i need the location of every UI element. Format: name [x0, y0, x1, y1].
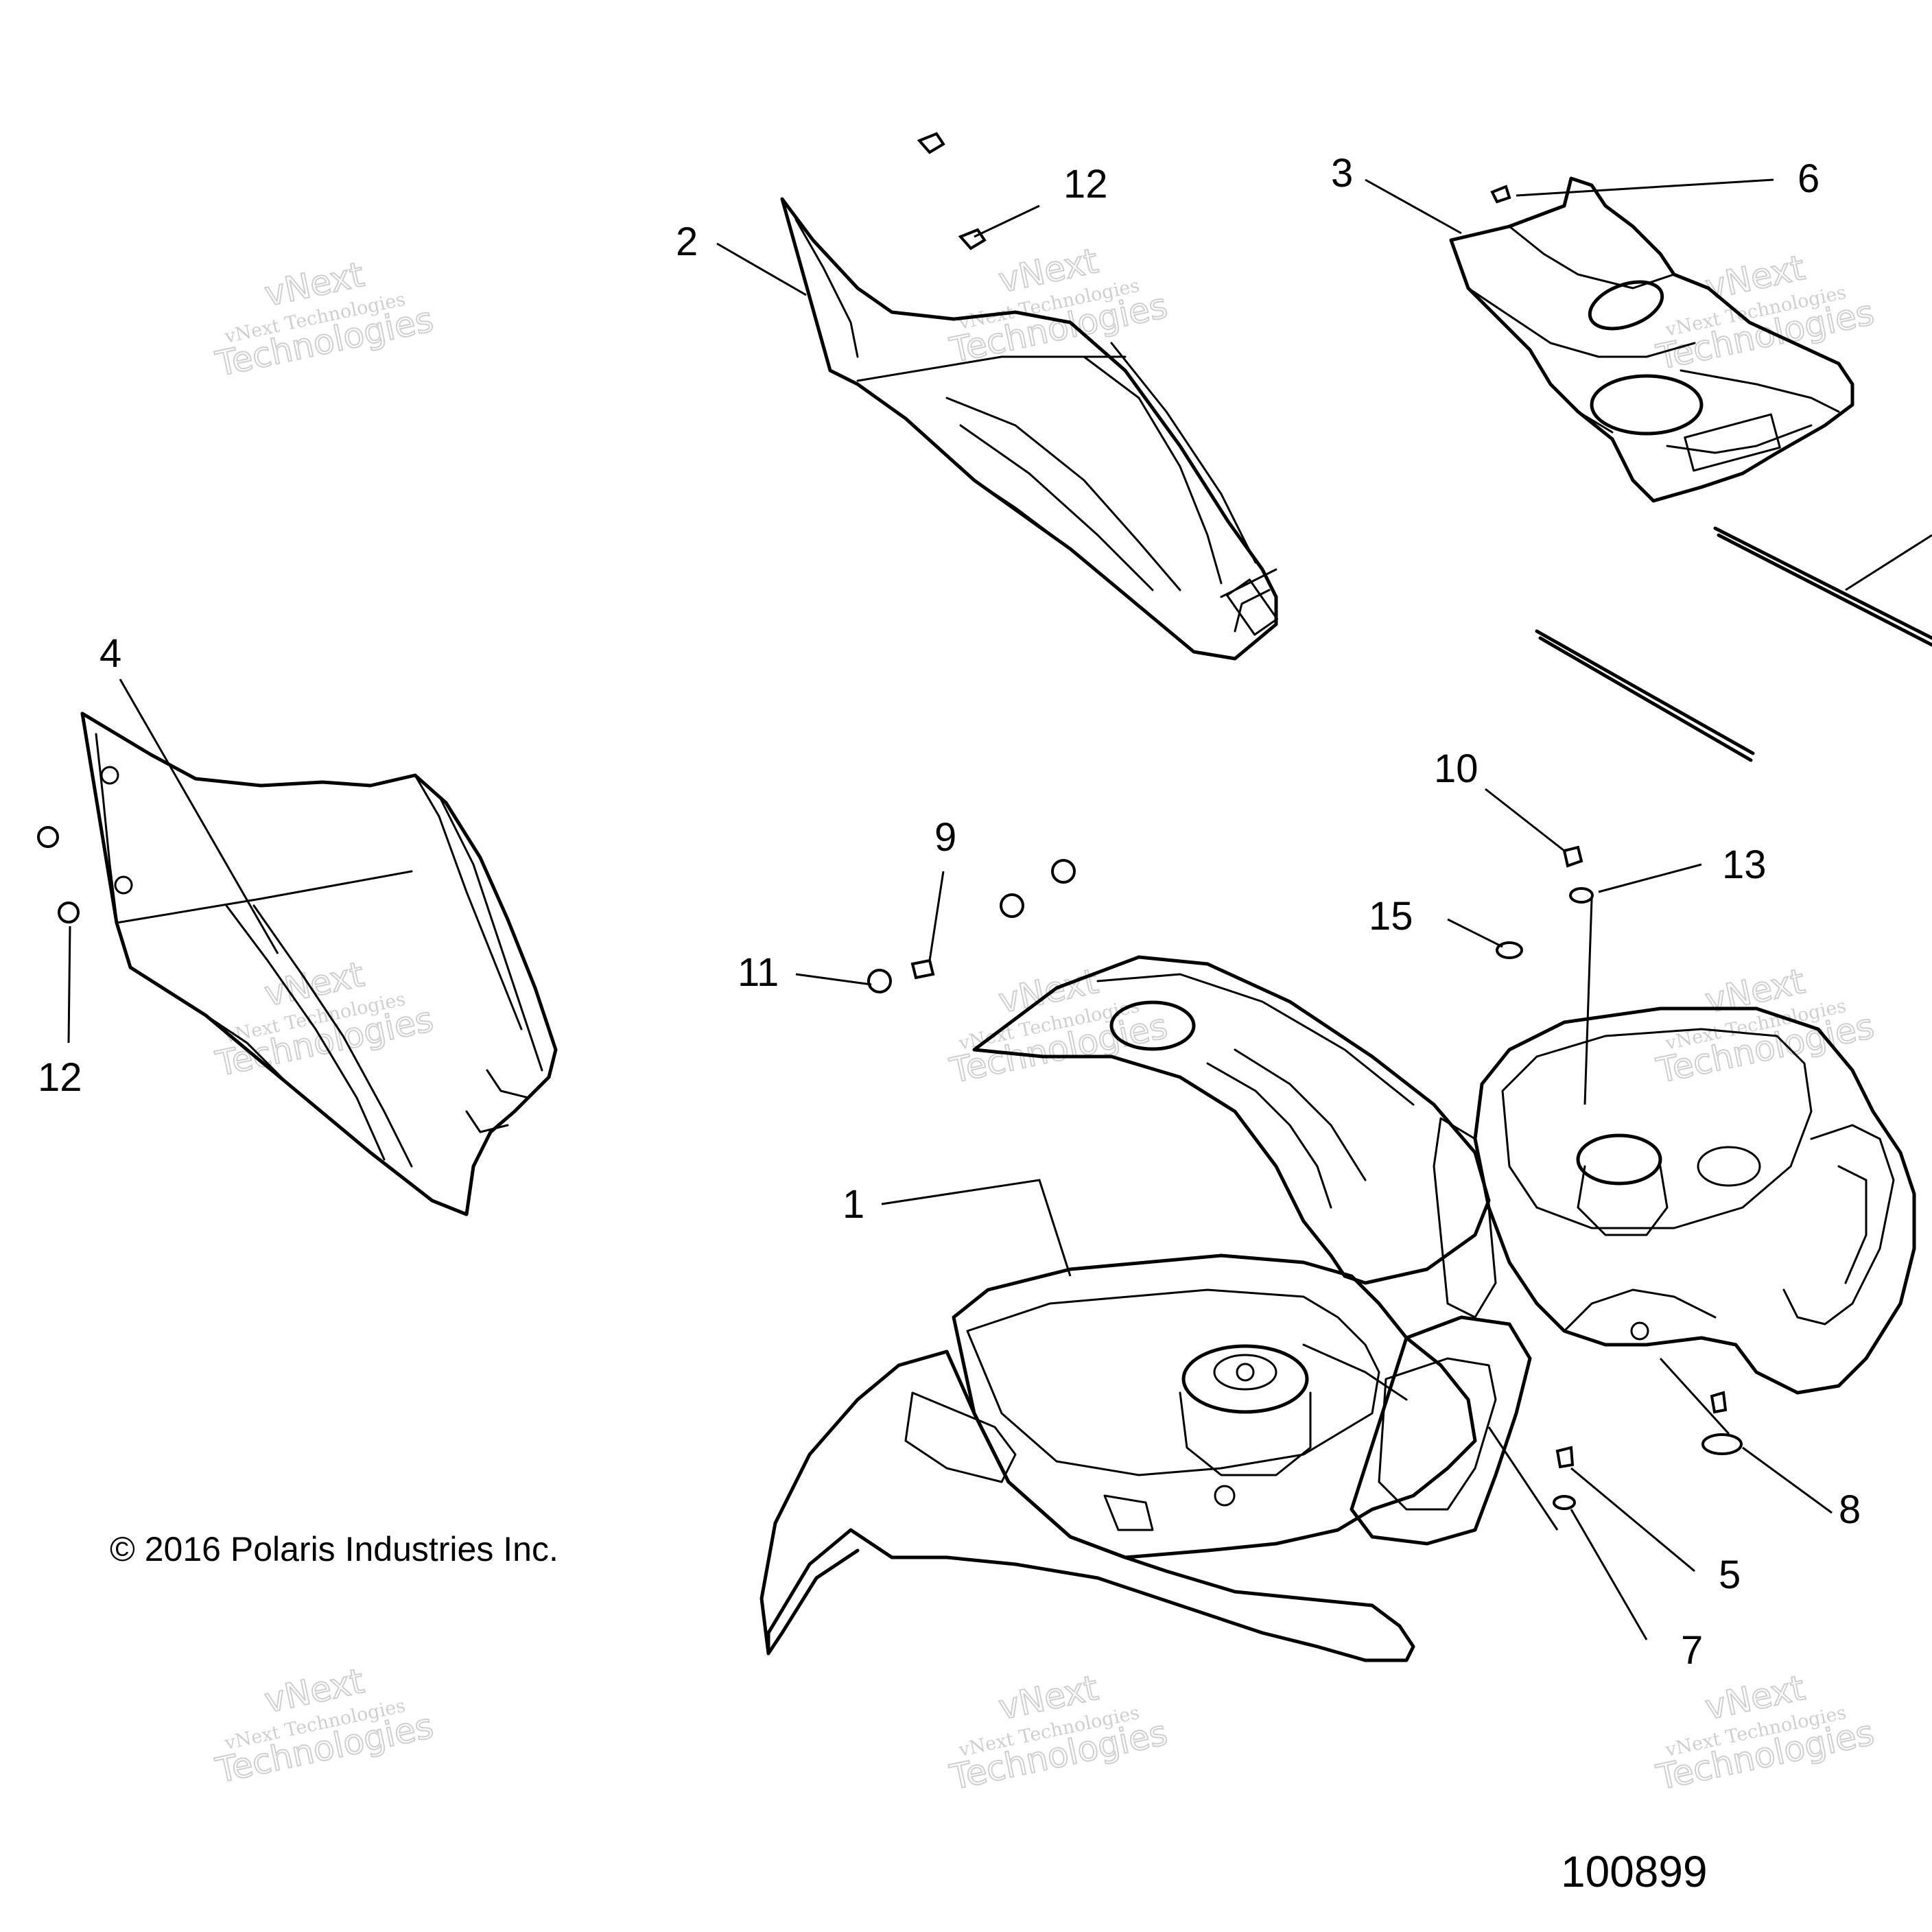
- screw-6: [1490, 185, 1511, 204]
- nut-9-b: [1000, 893, 1024, 918]
- callout-8: 8: [1839, 1487, 1861, 1532]
- plug-15: [1496, 941, 1523, 959]
- callout-5: 5: [1719, 1553, 1741, 1597]
- watermark-bottom-center: vNext vNext Technologies Technologies: [945, 1667, 1171, 1798]
- callout-3: 3: [1331, 151, 1353, 196]
- watermark-mid-left: vNext vNext Technologies Technologies: [211, 954, 437, 1085]
- watermark-mid-center: vNext vNext Technologies Technologies: [945, 961, 1171, 1092]
- callout-12-left: 12: [38, 1055, 82, 1100]
- part-3-rear-cup-holder: [1449, 176, 1854, 503]
- watermark-mid-right: vNext vNext Technologies Technologies: [1652, 961, 1878, 1092]
- rear-storage-bin: [1433, 1006, 1916, 1395]
- callout-12-top: 12: [1063, 162, 1108, 207]
- diagram-number: 100899: [1561, 1847, 1708, 1896]
- clip-12-left-a: [37, 826, 59, 848]
- part-4-side-panel: [80, 711, 558, 1216]
- watermark-bottom-right: vNext vNext Technologies Technologies: [1652, 1667, 1878, 1798]
- callout-6: 6: [1798, 156, 1819, 201]
- retaining-rods: [1535, 526, 1932, 762]
- clip-12-left-b: [58, 902, 80, 923]
- bolt-9: [910, 958, 935, 980]
- copyright-notice: © 2016 Polaris Industries Inc.: [110, 1530, 558, 1568]
- callout-9: 9: [934, 815, 956, 860]
- callout-2: 2: [676, 220, 698, 264]
- screw-5: [1555, 1446, 1575, 1469]
- leader-lines: [67, 178, 1833, 1640]
- part-2-side-panel: [780, 197, 1278, 661]
- callout-11: 11: [738, 950, 779, 995]
- callout-1: 1: [843, 1182, 864, 1227]
- callout-10: 10: [1434, 746, 1479, 791]
- watermark-top-right: vNext vNext Technologies Technologies: [1652, 247, 1878, 378]
- watermark-top-left: vNext vNext Technologies Technologies: [211, 254, 437, 385]
- grommet-8: [1701, 1433, 1743, 1455]
- washer-7: [1553, 1495, 1576, 1510]
- screw-8: [1710, 1391, 1728, 1414]
- callout-4: 4: [99, 631, 121, 676]
- callouts: 2 12 3 6 4 12 9 11 10 13 15 1 8 5 7: [38, 151, 1861, 1673]
- callout-15: 15: [1369, 894, 1413, 939]
- washer-13: [1569, 887, 1594, 904]
- fasteners: [37, 132, 1743, 1510]
- clip-10: [1562, 845, 1583, 868]
- part-1-front-cab: [759, 955, 1532, 1662]
- nut-11: [867, 969, 892, 993]
- watermark-top-center: vNext vNext Technologies Technologies: [945, 240, 1171, 371]
- clip-12-top-a: [917, 132, 945, 154]
- callout-13: 13: [1722, 843, 1767, 887]
- nut-9-a: [1051, 859, 1076, 884]
- watermark-bottom-left: vNext vNext Technologies Technologies: [211, 1660, 437, 1791]
- callout-7: 7: [1681, 1628, 1703, 1673]
